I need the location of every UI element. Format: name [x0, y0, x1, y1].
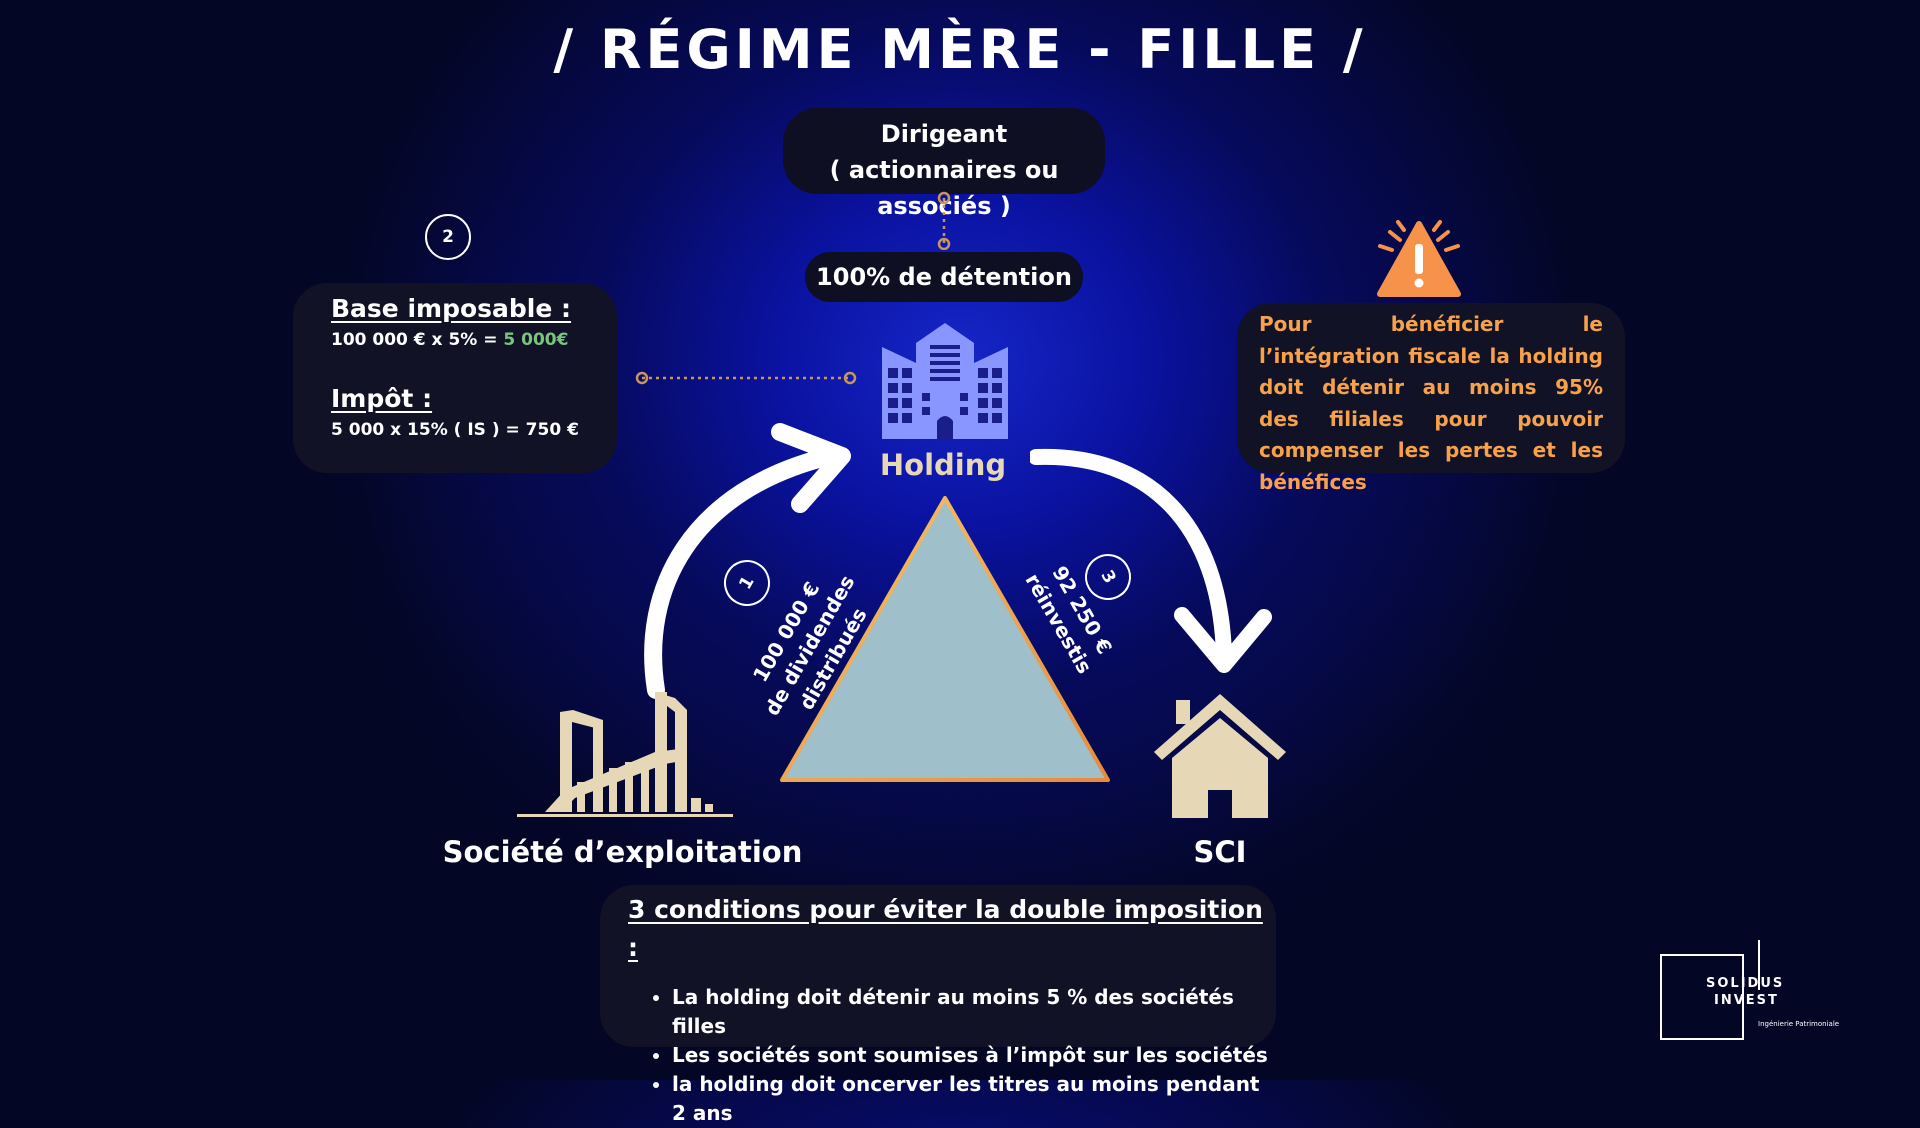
- condition-item: La holding doit détenir au moins 5 % des…: [672, 983, 1276, 1041]
- logo-tagline: Ingénierie Patrimoniale: [1758, 1020, 1840, 1028]
- impot-title: Impôt :: [331, 384, 433, 413]
- logo-name-line1: SOLIDUS: [1706, 976, 1785, 991]
- holding-label: Holding: [879, 448, 1007, 482]
- tax-box: Base imposable : 100 000 € x 5% = 5 000€…: [293, 283, 617, 473]
- base-calc-result: 5 000€: [503, 330, 569, 350]
- base-calc-text: 100 000 € x 5% =: [331, 330, 504, 350]
- dividends-arrow: [644, 423, 851, 699]
- dirigeant-pill: Dirigeant ( actionnaires ou associés ): [783, 108, 1105, 220]
- detention-pill: 100% de détention: [805, 252, 1083, 302]
- warning-box: Pour bénéficier le l’intégration fiscale…: [1237, 303, 1625, 494]
- base-imposable-calc: 100 000 € x 5% = 5 000€: [331, 327, 617, 353]
- conditions-title: 3 conditions pour éviter la double impos…: [628, 895, 1263, 962]
- sci-label: SCI: [1193, 835, 1247, 869]
- warning-triangle-icon: [1377, 220, 1461, 297]
- logo-frame: [1660, 954, 1744, 1040]
- warning-text: Pour bénéficier le l’intégration fiscale…: [1259, 312, 1603, 494]
- dirigeant-connector: [937, 191, 951, 250]
- house-icon: [1154, 694, 1286, 818]
- tax-connector: [635, 371, 857, 385]
- impot-calc: 5 000 x 15% ( IS ) = 750 €: [331, 420, 579, 440]
- logo-vertical-line: [1758, 940, 1760, 990]
- step-2-badge: 2: [425, 214, 471, 260]
- factory-icon: [517, 692, 733, 817]
- conditions-box: 3 conditions pour éviter la double impos…: [600, 885, 1276, 1125]
- condition-item: la holding doit oncerver les titres au m…: [672, 1070, 1276, 1128]
- logo-name-line2: INVEST: [1714, 993, 1779, 1008]
- exploitation-label: Société d’exploitation: [442, 835, 803, 869]
- condition-item: Les sociétés sont soumises à l’impôt sur…: [672, 1041, 1276, 1070]
- page-title: / RÉGIME MÈRE - FILLE /: [553, 18, 1367, 81]
- conditions-list: La holding doit détenir au moins 5 % des…: [628, 983, 1276, 1128]
- dirigeant-label: Dirigeant: [880, 120, 1008, 148]
- base-imposable-title: Base imposable :: [331, 294, 572, 323]
- holding-building-icon: [882, 323, 1008, 439]
- central-triangle: [780, 496, 1110, 782]
- reinvest-arrow: [1030, 448, 1272, 673]
- company-logo: SOLIDUS INVEST Ingénierie Patrimoniale: [1658, 940, 1858, 1040]
